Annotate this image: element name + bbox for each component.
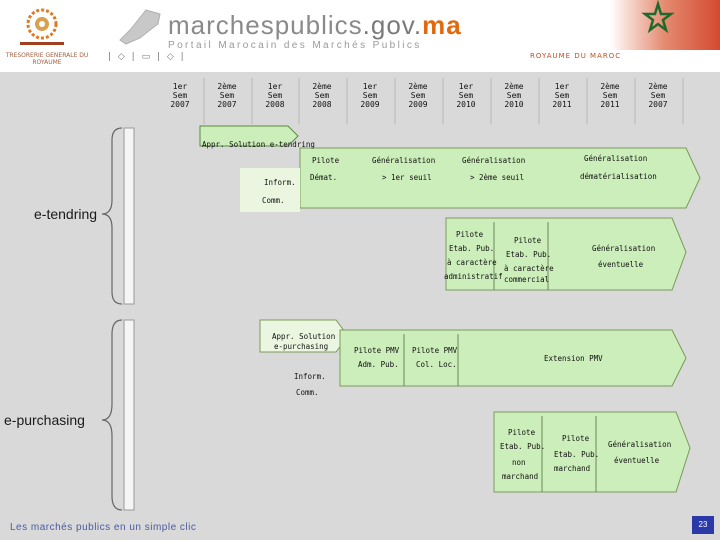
- morocco-map-icon: [119, 9, 161, 45]
- ext-label: Extension PMV: [544, 354, 603, 363]
- kingdom-label: ROYAUME DU MAROC: [530, 52, 622, 60]
- etendring-title: e-tendring: [34, 206, 98, 222]
- epurchasing-comm: Comm.: [296, 388, 319, 397]
- epurchasing-appr2: e-purchasing: [274, 342, 329, 351]
- sub-comm: commercial: [504, 275, 550, 284]
- sub-pilote1: Pilote: [456, 230, 484, 239]
- emblem-logo: [20, 8, 64, 45]
- gen3-label: Généralisation: [584, 154, 648, 163]
- brand-ma: ma: [422, 10, 462, 40]
- demat-label: Démat.: [310, 173, 338, 182]
- sub-etab2: Etab. Pub.: [506, 250, 552, 259]
- epurchasing-main-arrow: [339, 329, 687, 387]
- col-label: Col. Loc.: [416, 360, 457, 369]
- epurchasing-appr: Appr. Solution: [272, 332, 336, 341]
- epurchasing-inform: Inform.: [294, 372, 326, 381]
- sub-car2: à caractère: [504, 264, 554, 273]
- footer-tagline: Les marchés publics en un simple clic: [10, 522, 197, 533]
- sub-gen: Généralisation: [592, 244, 656, 253]
- inform-label: Inform.: [264, 178, 296, 187]
- pilote-label: Pilote: [312, 156, 340, 165]
- sub-event: éventuelle: [598, 260, 644, 269]
- seuil2-label: > 2ème seuil: [470, 173, 525, 182]
- treasury-caption: TRESORERIE GENERALE DU ROYAUME: [5, 52, 89, 66]
- inform-block: [240, 168, 300, 212]
- ep-sub-pilote2: Pilote: [562, 434, 590, 443]
- ep-sub-event: éventuelle: [614, 456, 660, 465]
- portal-header: [0, 0, 720, 70]
- adm-label: Adm. Pub.: [358, 360, 399, 369]
- ep-sub-gen: Généralisation: [608, 440, 672, 449]
- sub-pilote2: Pilote: [514, 236, 542, 245]
- epurchasing-timeline-bar: [123, 319, 135, 511]
- ep-sub-pilote1: Pilote: [508, 428, 536, 437]
- sub-car1: à caractère: [447, 258, 497, 267]
- etendring-timeline-bar: [123, 127, 135, 305]
- pmv2-label: Pilote PMV: [412, 346, 458, 355]
- page-number: 23: [692, 516, 714, 534]
- ep-sub-non: non: [512, 458, 526, 467]
- comm-label: Comm.: [262, 196, 285, 205]
- ep-sub-march1: marchand: [502, 472, 539, 481]
- etendring-sub-arrow: [445, 217, 687, 291]
- portal-subtitle: Portail Marocain des Marchés Publics: [168, 40, 422, 51]
- etendring-brace: [101, 127, 123, 305]
- portal-brand: marchespublics.gov.ma: [168, 10, 462, 41]
- appr-label: Appr. Solution e-tendring: [202, 140, 315, 149]
- star-icon: [641, 0, 675, 34]
- gen1-label: Généralisation: [372, 156, 436, 165]
- flag-banner: [610, 0, 720, 50]
- ep-sub-etab1: Etab. Pub.: [500, 442, 546, 451]
- appr-arrow: [199, 125, 299, 147]
- brand-main: marchespublics: [168, 10, 363, 40]
- epurchasing-title: e-purchasing: [4, 412, 85, 428]
- gen2-label: Généralisation: [462, 156, 526, 165]
- pmv1-label: Pilote PMV: [354, 346, 400, 355]
- demat2-label: dématérialisation: [580, 172, 657, 181]
- ep-sub-march2: marchand: [554, 464, 591, 473]
- header-links[interactable]: | ◇ | ▭ | ◇ |: [108, 52, 186, 62]
- ep-sub-etab2: Etab. Pub.: [554, 450, 600, 459]
- seuil1-label: > 1er seuil: [382, 173, 432, 182]
- sub-admin: administratif: [444, 272, 503, 281]
- brand-gov: .gov.: [362, 10, 423, 40]
- epurchasing-brace: [101, 319, 123, 511]
- epurchasing-sub-arrow: [493, 411, 691, 493]
- sub-etab1: Etab. Pub.: [449, 244, 495, 253]
